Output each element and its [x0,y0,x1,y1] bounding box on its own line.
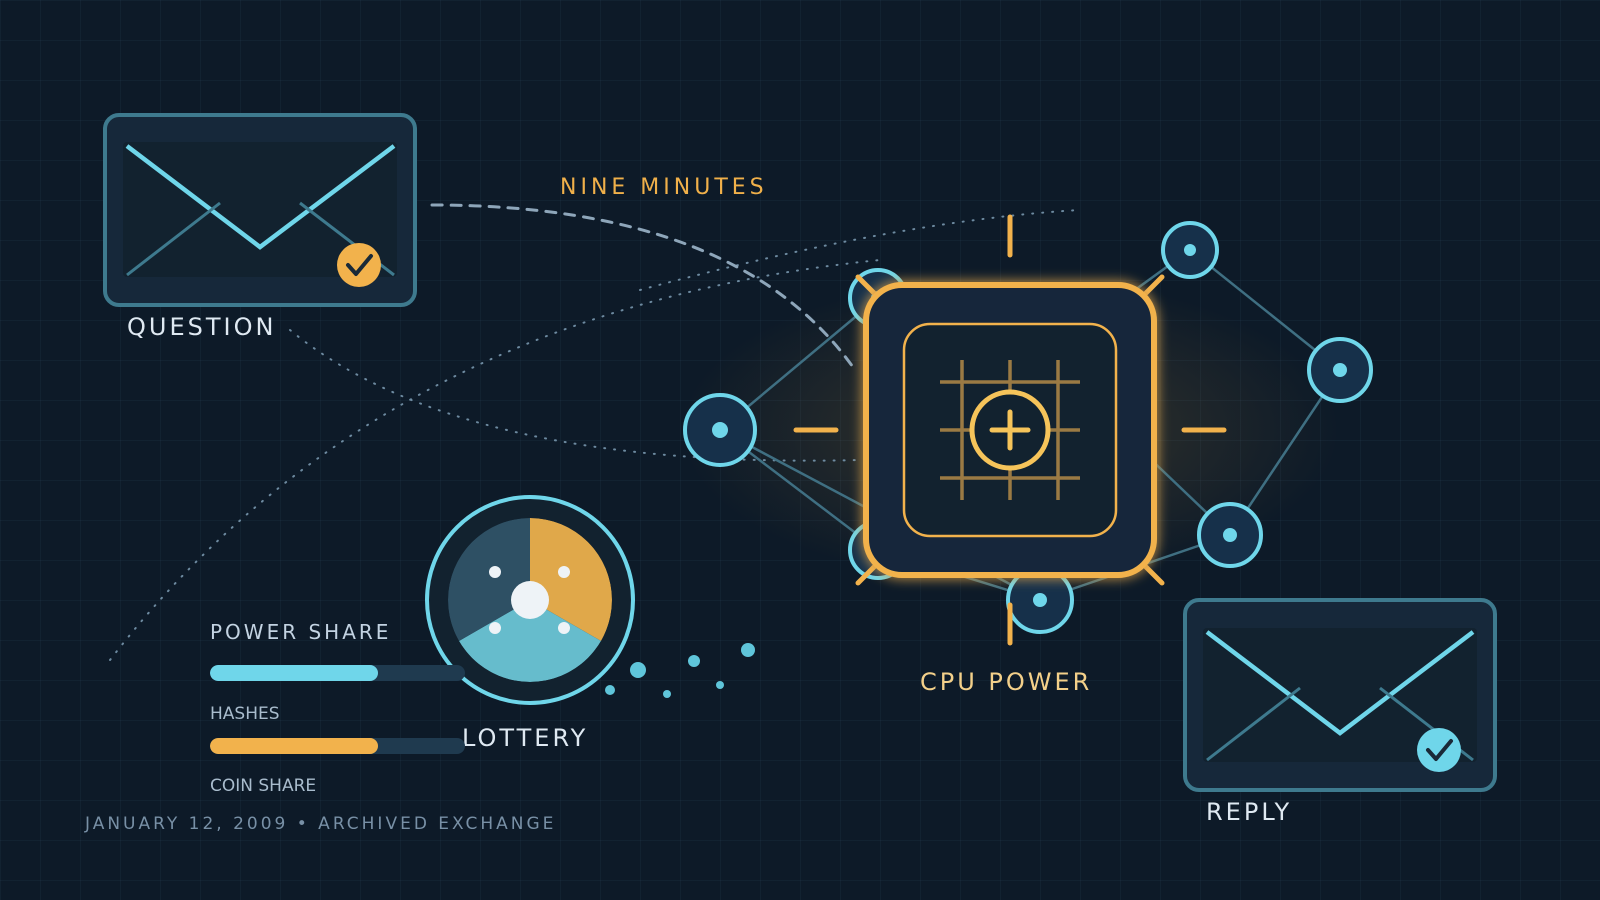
cpu-chip-icon [793,214,1227,646]
hashes-label: HASHES [210,704,280,724]
cpu-power-label: CPU POWER [920,668,1093,696]
hashes-meter [210,665,465,681]
coin-share-label: COIN SHARE [210,776,317,796]
question-envelope-icon [103,113,417,307]
connector-question-to-cpu [289,329,861,462]
network-node-icon [1197,502,1263,568]
pie-dots [489,566,570,634]
pie-slice-3 [448,518,530,641]
pie-slice-2 [458,600,602,682]
pie-chart-icon [425,495,635,705]
checkmark-icon [1417,728,1461,772]
lottery-label: LOTTERY [462,724,589,752]
pie-slice-1 [530,518,612,641]
coin-share-meter [210,738,465,754]
question-label: QUESTION [127,313,277,341]
nine-minutes-label: NINE MINUTES [560,175,768,200]
hashes-meter-fill [210,665,379,681]
network-node-icon [1161,221,1219,279]
reply-label: REPLY [1206,798,1293,826]
network-node-icon [683,393,757,467]
connector-arc-left [109,259,881,661]
connector-arc-upper [639,209,1081,291]
network-node-icon [1307,337,1373,403]
reply-envelope-icon [1183,598,1497,792]
lottery-trail-dots [605,643,755,698]
dotted-connectors [109,209,1081,661]
checkmark-icon [337,243,381,287]
power-share-label: POWER SHARE [210,620,392,644]
lottery-pie-slices [448,518,612,682]
pie-hub [511,581,549,619]
nine-minutes-arc [430,203,857,372]
footer-caption: JANUARY 12, 2009 • ARCHIVED EXCHANGE [85,814,557,834]
coin-share-meter-fill [210,738,379,754]
